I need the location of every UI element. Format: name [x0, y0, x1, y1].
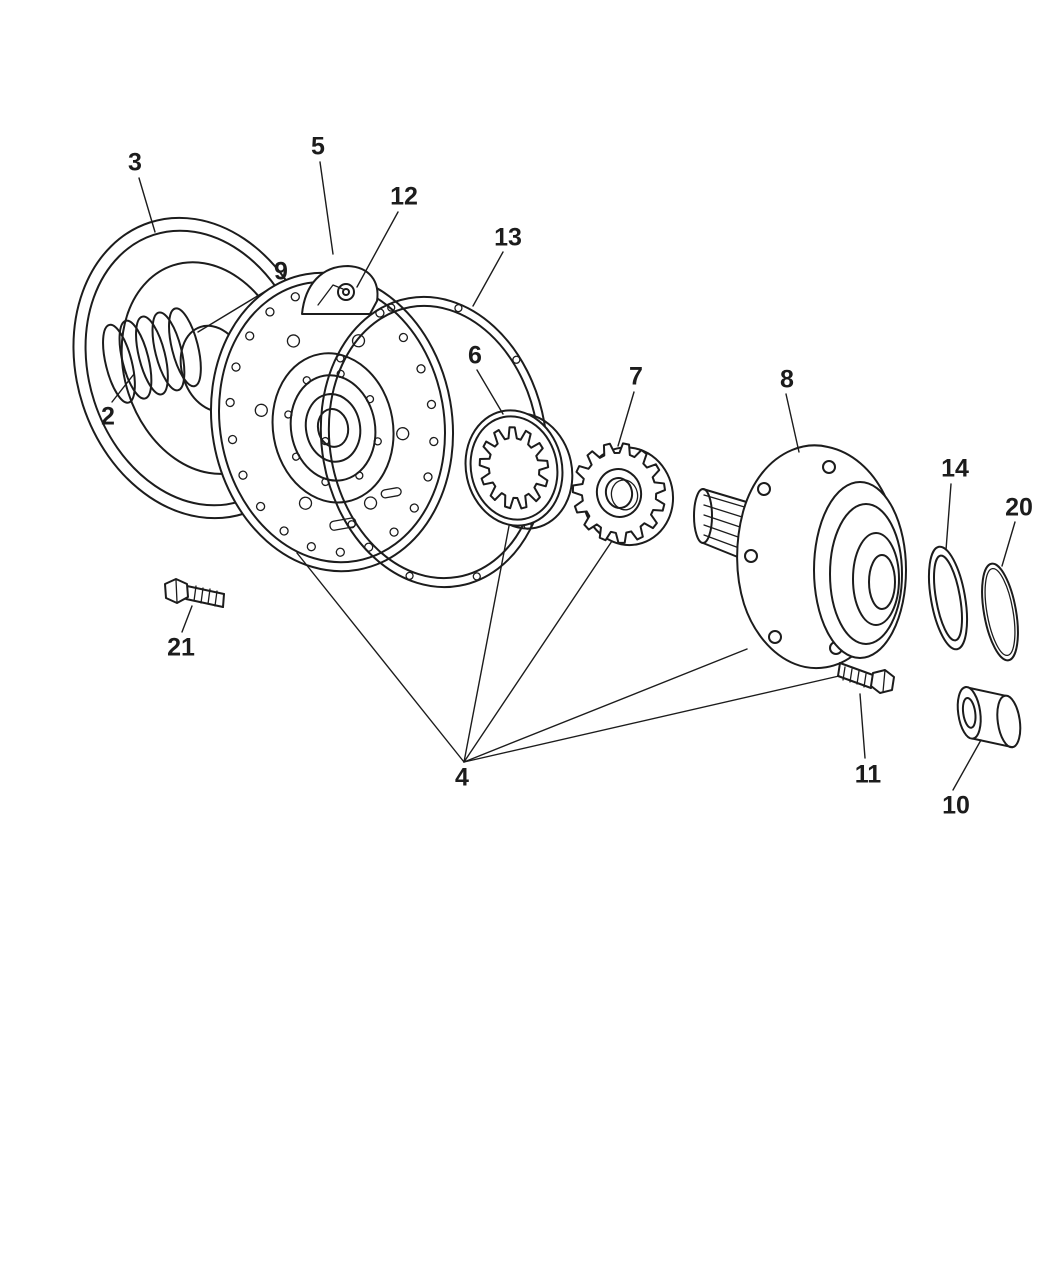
part-valve-tab [301, 265, 379, 315]
artwork-layer [72, 161, 1022, 791]
part-bolt-left [164, 578, 225, 608]
part-pump-housing [693, 444, 907, 670]
callout-label-2: 2 [101, 402, 115, 431]
callout-label-7: 7 [629, 362, 643, 391]
callout-label-20: 20 [1005, 493, 1033, 522]
part-bushing [956, 686, 1022, 749]
callout-label-5: 5 [311, 132, 325, 161]
part-bolt-right [837, 662, 895, 694]
part-outer-gear [571, 442, 675, 547]
callout-label-21: 21 [167, 633, 195, 662]
callout-label-11: 11 [854, 760, 882, 789]
callout-label-4: 4 [455, 763, 469, 792]
part-inner-rotor [464, 409, 574, 530]
part-oring [981, 562, 1019, 662]
callout-label-6: 6 [468, 341, 482, 370]
part-seal [927, 545, 969, 651]
callout-label-14: 14 [941, 454, 969, 483]
part-pump-body [209, 271, 455, 573]
callout-label-12: 12 [390, 182, 418, 211]
callout-label-10: 10 [942, 791, 970, 820]
leader-lines [111, 161, 1016, 791]
callout-label-13: 13 [494, 223, 522, 252]
part-spring [102, 307, 202, 404]
callout-label-9: 9 [274, 257, 288, 286]
callout-label-3: 3 [128, 148, 142, 177]
callout-label-8: 8 [780, 365, 794, 394]
